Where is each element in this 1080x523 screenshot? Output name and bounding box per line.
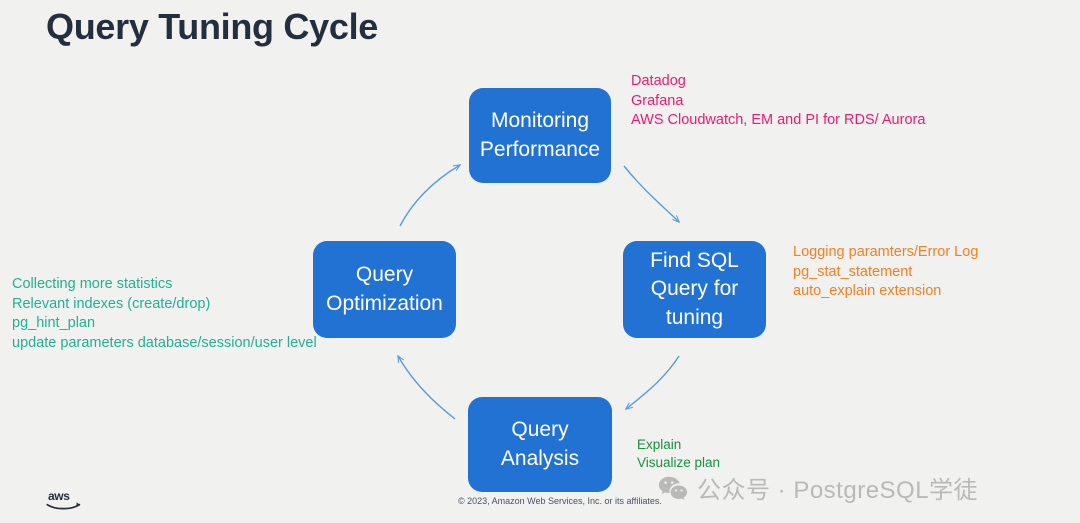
node-findsql-line2: Query for [650,277,739,301]
arrow-monitoring-to-findsql [623,165,679,222]
annotation-optimization-tools: Collecting more statistics Relevant inde… [12,275,317,353]
annotation-monitoring-tools: Datadog Grafana AWS Cloudwatch, EM and P… [631,72,925,131]
annotation-analysis-line-1: Explain [637,437,682,452]
annotation-optimization-line-2: Relevant indexes (create/drop) [12,295,211,312]
annotation-optimization-line-1: Collecting more statistics [12,276,173,292]
node-analysis-line2: Analysis [500,446,580,470]
annotation-findsql-line-2: pg_stat_statement [793,263,913,280]
arrow-findsql-to-analysis [626,355,680,409]
node-optimization-line2: Optimization [326,291,443,315]
annotation-findsql-tools: Logging paramters/Error Log pg_stat_stat… [793,243,978,302]
node-monitoring-line2: Performance [479,137,601,161]
annotation-analysis-line-2: Visualize plan [637,455,721,470]
node-monitoring-line1: Monitoring [490,109,590,133]
annotation-findsql-line-1: Logging paramters/Error Log [793,244,979,260]
wechat-icon [658,476,688,500]
annotation-monitoring-line-2: Grafana [631,92,684,109]
node-optimization-line1: Query [355,263,414,287]
annotation-monitoring-line-1: Datadog [631,73,686,89]
watermark: 公众号 · PostgreSQL学徒 [658,470,978,505]
page-title: Query Tuning Cycle [46,6,378,47]
aws-logo: aws [46,489,81,510]
watermark-text: 公众号 · PostgreSQL学徒 [697,477,979,504]
node-query-optimization[interactable]: Query Optimization [313,241,456,338]
node-query-analysis[interactable]: Query Analysis [468,397,612,492]
arrow-analysis-to-optimization [398,356,456,420]
annotation-analysis-tools: Explain Visualize plan [637,436,720,472]
annotation-optimization-line-4: update parameters database/session/user … [12,334,317,351]
node-analysis-line1: Query [511,418,569,442]
node-findsql-line1: Find SQL [650,248,739,272]
copyright-text: © 2023, Amazon Web Services, Inc. or its… [458,496,662,506]
node-findsql-line3: tuning [665,305,724,329]
annotation-optimization-line-3: pg_hint_plan [12,315,96,331]
annotation-monitoring-line-3: AWS Cloudwatch, EM and PI for RDS/ Auror… [631,112,926,128]
svg-text:aws: aws [48,489,70,503]
annotation-findsql-line-3: auto_explain extension [793,283,942,299]
node-find-sql-query[interactable]: Find SQL Query for tuning [623,241,766,338]
node-monitoring-performance[interactable]: Monitoring Performance [469,88,611,183]
arrow-optimization-to-monitoring [399,165,460,227]
